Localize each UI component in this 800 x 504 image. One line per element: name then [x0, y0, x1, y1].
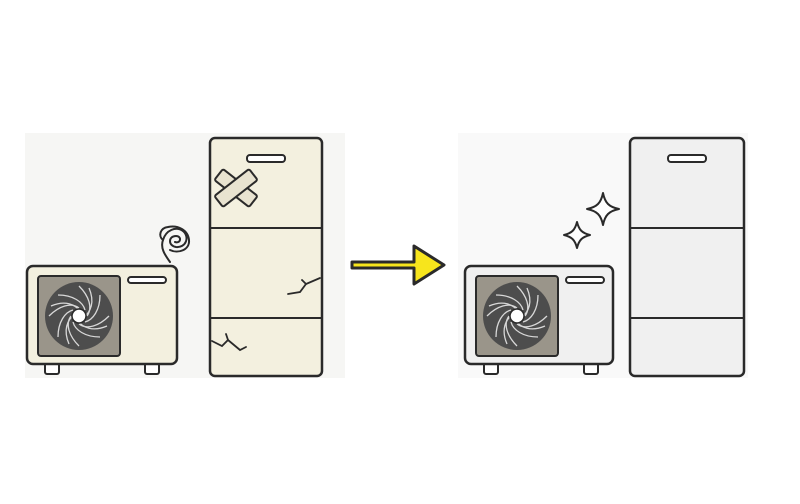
tape-patch-icon: [214, 168, 258, 208]
before-tank-unit: [208, 136, 324, 378]
smoke-swirl-icon: [159, 225, 191, 263]
cabinet-body: [628, 136, 746, 378]
cabinet-label-slot: [246, 154, 286, 163]
crack-icon: [211, 333, 247, 352]
sparkle-icon: [586, 192, 620, 226]
after-outdoor-unit: [463, 264, 615, 375]
fan-icon: [482, 281, 552, 351]
before-outdoor-unit: [25, 264, 179, 375]
unit-label-slot: [127, 276, 167, 284]
after-tank-unit: [628, 136, 746, 378]
arrow-right-icon: [350, 244, 446, 286]
cabinet-label-slot: [667, 154, 707, 163]
sparkle-icon: [563, 221, 591, 249]
fan-icon: [44, 281, 114, 351]
crack-icon: [287, 277, 321, 295]
unit-label-slot: [565, 276, 605, 284]
